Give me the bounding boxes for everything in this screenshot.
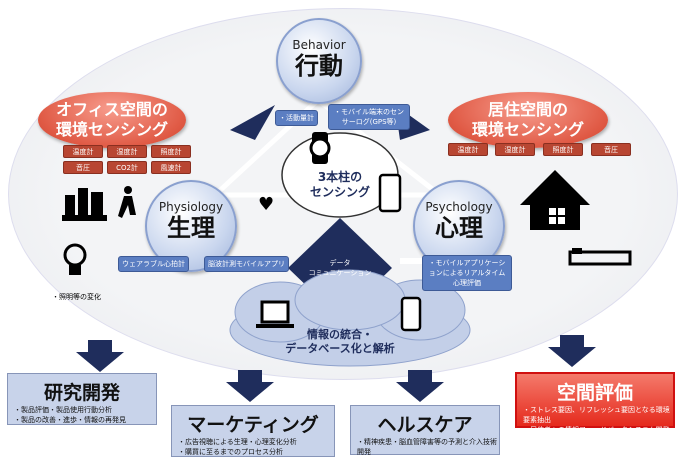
office-title-line2: 環境センシング [55,120,168,139]
output-box-space-evaluation: 空間評価 ・ストレス要因、リフレッシュ要因となる環境要素抽出 ・居住者への情報フ… [515,372,675,434]
behavior-tag: ・活動量計 [275,110,318,126]
data-communication-label: データ コミュニケーション [295,258,385,278]
center-label-line1: 3本柱の [317,170,363,184]
output-item: ・購買に至るまでのプロセス分析 [178,448,283,456]
sensor-tag: 湿度計 [495,143,535,156]
home-sensing-title: 居住空間の 環境センシング [448,92,608,148]
sensor-tag: 音圧 [591,143,631,156]
behavior-en-label: Behavior [292,38,346,52]
output-title: 空間評価 [556,382,633,404]
sensor-tag: 温度計 [63,145,103,158]
output-title: 研究開発 [43,382,120,404]
cloud-shape [229,269,471,367]
diamond-label-line2: コミュニケーション [308,269,372,277]
output-title: ヘルスケア [377,414,473,436]
laptop-icon [256,300,294,328]
lightbulb-icon [63,243,87,275]
office-title-line1: オフィス空間の [56,100,168,119]
arrow-down-icon [226,370,274,402]
psychology-jp-label: 心理 [435,214,483,242]
output-item: ・製品評価・製品使用行動分析 [14,406,112,414]
output-item: ・精神疾患・脳血管障害等の予測と介入技術開発 [357,438,497,456]
home-title-line2: 環境センシング [471,120,584,139]
heart-icon: ♥ [258,194,274,215]
sensor-tag: CO2計 [107,161,147,174]
walking-person-icon [118,186,136,218]
physiology-tag: ウェアラブル心拍計 [118,256,189,272]
output-box-healthcare: ヘルスケア ・精神疾患・脳血管障害等の予測と介入技術開発 [350,405,500,456]
output-item: ・ストレス要因、リフレッシュ要因となる環境要素抽出 [523,406,670,424]
sensor-tag: 風速計 [151,161,191,174]
center-sensing-label: 3本柱の センシング [300,170,380,200]
behavior-jp-label: 行動 [295,52,343,80]
arrow-down-icon [76,340,124,372]
office-building-icon [62,188,107,221]
psychology-en-label: Psychology [425,200,493,214]
house-icon [520,170,590,230]
bed-icon [568,248,632,266]
diamond-label-line1: データ [329,259,351,267]
output-box-research: 研究開発 ・製品評価・製品使用行動分析 ・製品の改善・進歩・情報の再発見 [7,373,157,425]
lighting-change-label: ・照明等の変化 [52,293,101,301]
physiology-tag: 脳波計測モバイルアプリ [204,256,289,272]
sensor-tag: 音圧 [63,161,103,174]
sensor-tag: 照度計 [151,145,191,158]
arrow-behavior-physiology [230,105,275,140]
center-label-line2: センシング [309,185,370,199]
physiology-en-label: Physiology [158,200,224,214]
output-arrows [76,335,596,402]
behavior-circle: Behavior 行動 [276,18,362,104]
smartphone-icon [378,173,402,213]
output-item: ・広告視聴による生理・心理変化分析 [178,438,297,446]
psychology-tag: ・モバイルアプリケーションによるリアルタイム心理評価 [422,255,512,291]
cloud-label-line2: データベース化と解析 [285,342,395,355]
sensor-tag: 照度計 [543,143,583,156]
cloud-label-line1: 情報の統合・ [307,328,373,341]
physiology-jp-label: 生理 [167,214,215,242]
output-item: ・製品の改善・進歩・情報の再発見 [14,416,126,424]
sensor-tag: 湿度計 [107,145,147,158]
output-title: マーケティング [187,414,319,436]
arrow-down-icon [548,335,596,367]
home-title-line1: 居住空間の [487,100,568,119]
output-item: ・居住者への情報フィードバックシステム開発 [523,426,670,434]
behavior-tag: ・モバイル端末のセンサーログ(GPS等) [328,104,410,130]
output-box-marketing: マーケティング ・広告視聴による生理・心理変化分析 ・購買に至るまでのプロセス分… [171,405,335,457]
smartphone-icon [400,296,422,332]
sensor-tag: 温度計 [448,143,488,156]
arrow-down-icon [396,370,444,402]
office-sensing-title: オフィス空間の 環境センシング [38,92,186,148]
cloud-label: 情報の統合・ データベース化と解析 [270,328,410,356]
